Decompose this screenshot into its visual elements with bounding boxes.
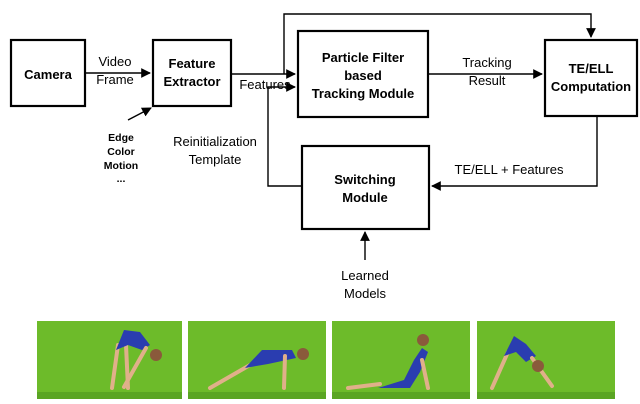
tracking-label: Tracking: [462, 55, 511, 70]
template-label: Template: [189, 152, 242, 167]
switching-module-label-2: Module: [342, 190, 388, 205]
frame-plank: [188, 321, 326, 399]
tracking-module-label-3: Tracking Module: [312, 86, 415, 101]
result-label: Result: [469, 73, 506, 88]
reinitialization-arrow: [267, 82, 301, 187]
tracking-module-box: [296, 29, 430, 119]
feature-extractor-label-1: Feature: [169, 56, 216, 71]
te-ell-label-1: TE/ELL: [569, 61, 614, 76]
frame-standing-forward-bend: [37, 321, 182, 399]
te-ell-box: [543, 38, 639, 118]
learned-label: Learned: [341, 268, 389, 283]
feature-type-color: Color: [107, 146, 134, 158]
te-ell-features-label: TE/ELL + Features: [455, 162, 564, 177]
feature-type-edge: Edge: [108, 132, 134, 144]
frame-label: Frame: [96, 72, 134, 87]
feature-type-more: ...: [117, 173, 126, 185]
te-ell-label-2: Computation: [551, 79, 631, 94]
feature-extractor-label-2: Extractor: [163, 74, 220, 89]
tracking-module-label-1: Particle Filter: [322, 50, 404, 65]
switching-module-box: [300, 144, 431, 231]
camera-label: Camera: [24, 67, 72, 82]
reinitialization-label: Reinitialization: [173, 134, 257, 149]
video-label: Video: [98, 54, 131, 69]
feature-extractor-box: [151, 38, 233, 108]
feature-types-arrow: [127, 107, 152, 121]
features-bypass-arrow: [283, 13, 596, 74]
te-ell-to-switching-arrow: [431, 117, 598, 191]
frame-upward-dog: [332, 321, 470, 399]
camera-box: [9, 38, 87, 108]
models-label: Models: [344, 286, 386, 301]
switching-module-label-1: Switching: [334, 172, 395, 187]
feature-type-motion: Motion: [104, 160, 138, 172]
frame-downward-dog: [477, 321, 615, 399]
features-label: Features: [239, 77, 291, 92]
tracking-module-label-2: based: [344, 68, 382, 83]
